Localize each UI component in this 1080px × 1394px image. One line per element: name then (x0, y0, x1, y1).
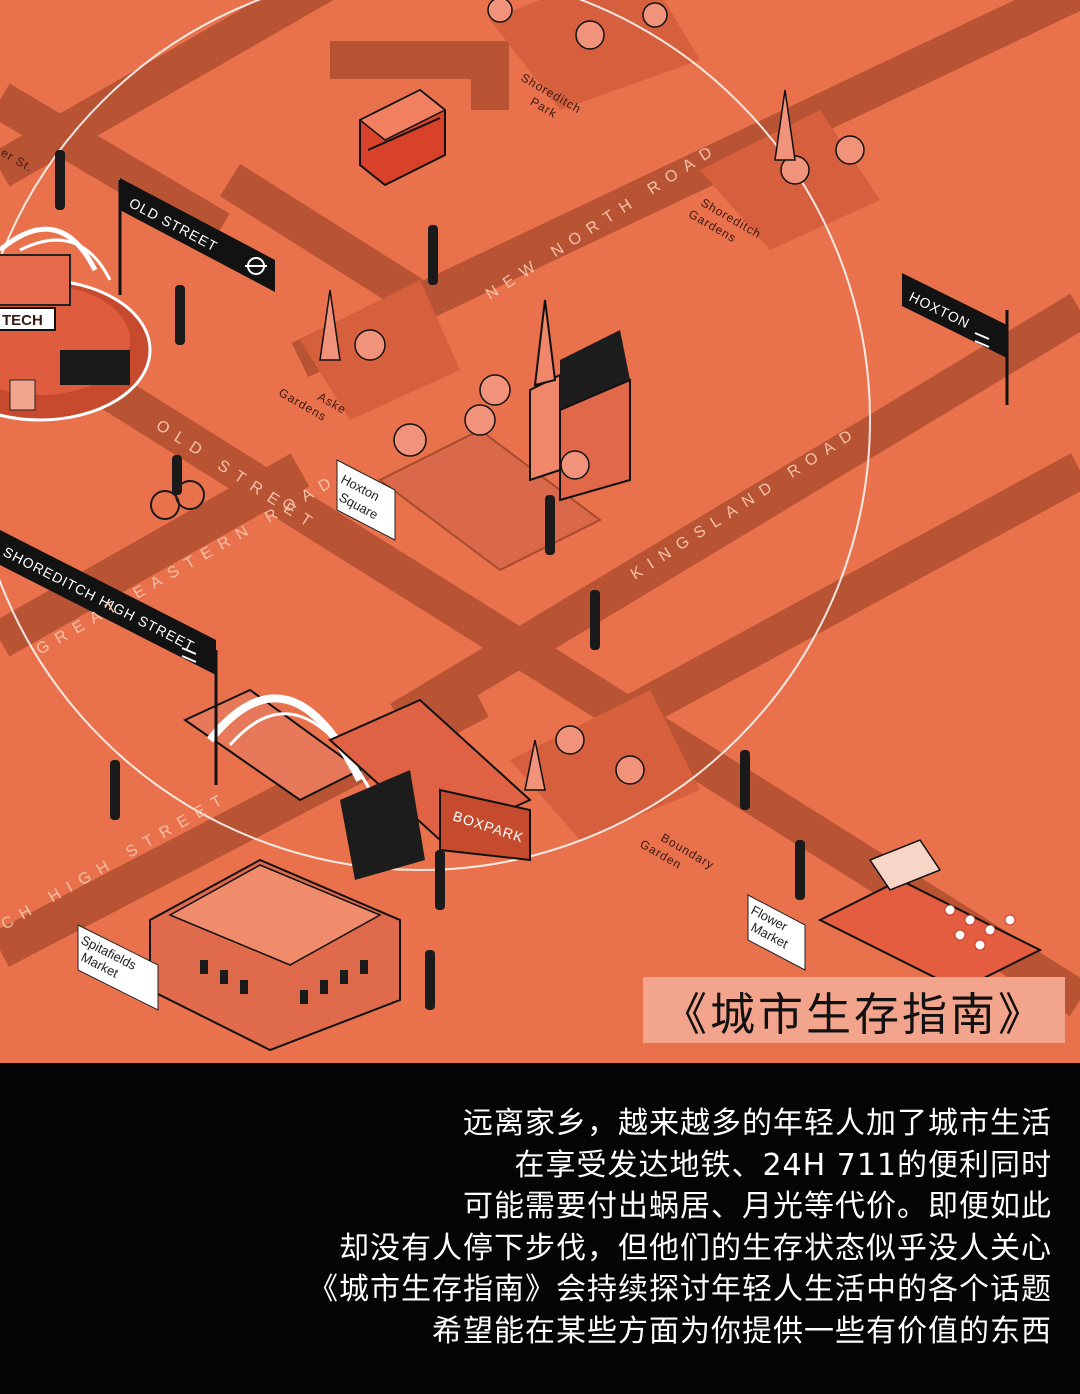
flower-market-stalls (817, 839, 1043, 992)
orbit-circle (0, 0, 871, 871)
trees (319, 0, 865, 791)
park-areas (300, 0, 880, 840)
new-north-road (291, 0, 1080, 378)
caption-text-block: 远离家乡，越来越多的年轻人加了城市生活 在享受发达地铁、24H 711的便利同时… (308, 1103, 1052, 1352)
tech-label: TECH (2, 312, 43, 329)
caption-panel: 远离家乡，越来越多的年轻人加了城市生活 在享受发达地铁、24H 711的便利同时… (0, 1063, 1080, 1394)
rail-icon (181, 647, 197, 663)
left-road (219, 163, 431, 317)
roads (0, 0, 1080, 1017)
caption-line: 在享受发达地铁、24H 711的便利同时 (514, 1147, 1052, 1183)
shoreditch-map-illustration: TECH BOXPARK (0, 0, 1080, 1063)
caption-line: 却没有人停下步伐，但他们的生存状态似乎没人关心 (339, 1230, 1052, 1266)
bus-illustration (358, 88, 447, 187)
boxpark-and-bridge: BOXPARK (182, 688, 532, 880)
caption-line: 远离家乡，越来越多的年轻人加了城市生活 (463, 1106, 1052, 1141)
title-banner: 《城市生存指南》 (643, 977, 1065, 1043)
caption-line: 希望能在某些方面为你提供一些有价值的东西 (432, 1313, 1052, 1349)
caption-line: 可能需要付出蜗居、月光等代价。即便如此 (463, 1189, 1052, 1224)
pedestrians (55, 150, 805, 1010)
top-road-2 (330, 41, 509, 110)
caption-line: 《城市生存指南》会持续探讨年轻人生活中的各个话题 (308, 1272, 1052, 1307)
title-text: 《城市生存指南》 (661, 987, 1046, 1041)
right-road-lower (610, 453, 1080, 737)
rail-icon (974, 332, 990, 348)
spitafields-market-building (149, 858, 401, 1052)
tech-sign-box (0, 307, 56, 331)
old-street-roundabout: TECH (0, 226, 152, 422)
kingsland-road (390, 293, 1080, 737)
top-road-3 (0, 83, 230, 247)
place-sign-flower-market: Flower Market (747, 894, 806, 971)
great-eastern-road (0, 453, 310, 657)
